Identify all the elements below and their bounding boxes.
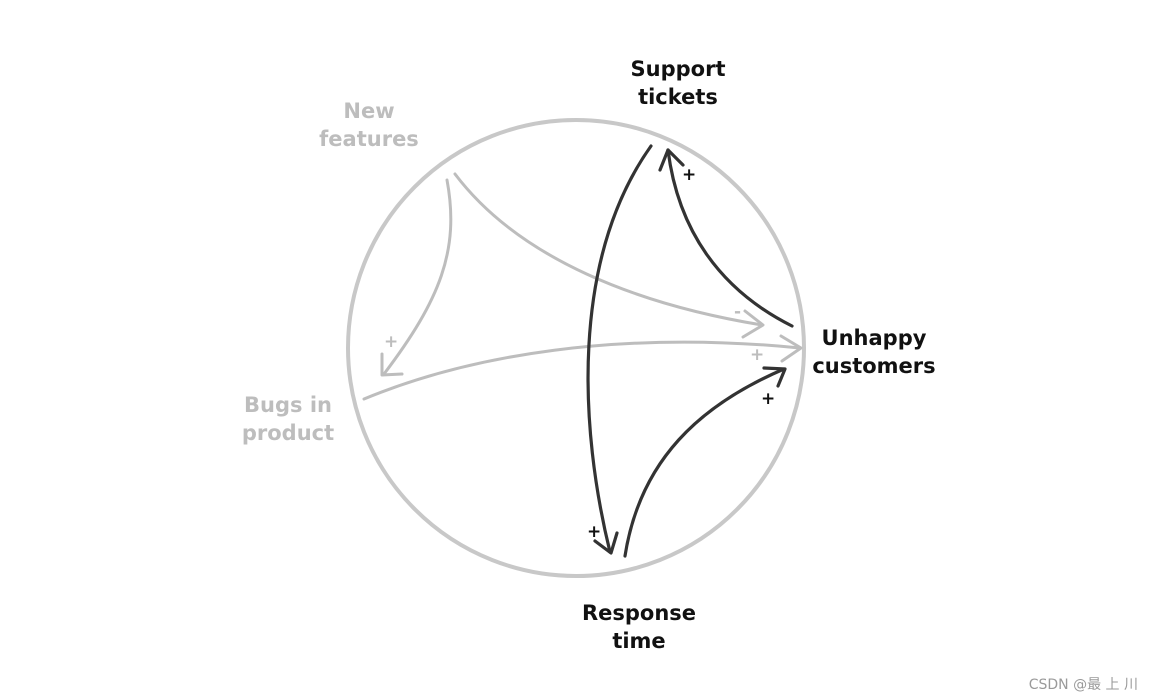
node-new-features: New features <box>305 97 433 153</box>
polarity-response-to-unhappy: + <box>761 389 775 409</box>
node-label-line: Support <box>630 57 726 81</box>
node-label-line: New <box>343 99 395 123</box>
link-bugs-to-unhappy-customers <box>362 340 802 401</box>
polarity-new-features-to-unhappy: - <box>734 302 741 322</box>
node-unhappy-customers: Unhappy customers <box>806 324 942 380</box>
link-new-features-to-bugs <box>382 178 453 376</box>
node-label-line: features <box>319 127 419 151</box>
arrowhead-support-from-unhappy <box>658 148 685 172</box>
polarity-unhappy-to-support: + <box>682 165 696 185</box>
polarity-new-features-to-bugs: + <box>384 332 398 352</box>
arrowhead-unhappy-from-bugs <box>779 334 803 363</box>
node-label-line: time <box>612 629 666 653</box>
arrowhead-bugs-from-new-features <box>380 352 404 377</box>
loop-circle <box>346 118 806 578</box>
link-new-features-to-unhappy-customers <box>453 172 764 327</box>
link-support-tickets-to-response-time <box>586 144 653 554</box>
arrowhead-response-from-support <box>593 531 619 555</box>
link-unhappy-customers-to-support-tickets <box>666 148 794 328</box>
node-label-line: customers <box>812 354 936 378</box>
node-bugs-in-product: Bugs in product <box>232 391 344 447</box>
link-response-time-to-unhappy-customers <box>623 367 786 558</box>
node-label-line: Unhappy <box>821 326 927 350</box>
node-response-time: Response time <box>575 599 703 655</box>
watermark: CSDN @最 上 川 <box>1028 677 1138 693</box>
node-label-line: Response <box>581 601 697 625</box>
node-label-line: product <box>241 421 335 445</box>
node-label-line: tickets <box>638 85 718 109</box>
node-support-tickets: Support tickets <box>616 55 740 111</box>
arrowhead-unhappy-from-response <box>762 366 787 388</box>
polarity-bugs-to-unhappy: + <box>750 345 764 365</box>
node-label-line: Bugs in <box>244 393 332 417</box>
polarity-support-to-response: + <box>587 522 601 542</box>
arrowhead-unhappy-from-new-features <box>741 309 765 339</box>
